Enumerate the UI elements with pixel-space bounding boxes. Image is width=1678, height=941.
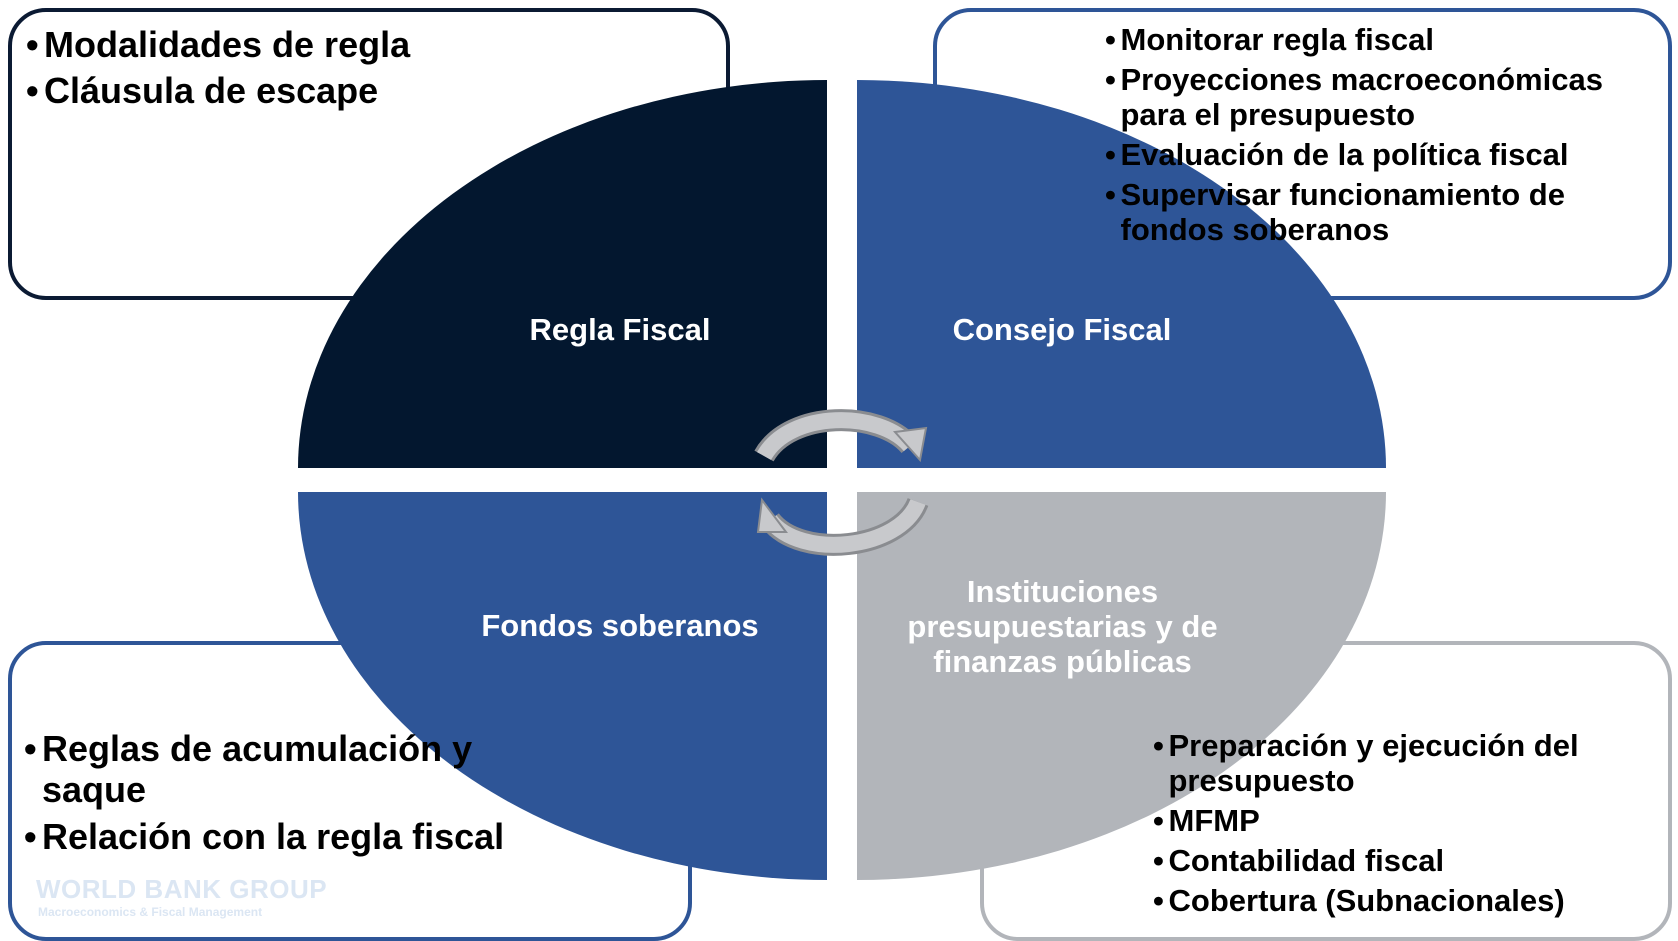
list-item: Preparación y ejecución del presupuesto xyxy=(1153,728,1663,798)
label-instituciones-line3: finanzas públicas xyxy=(933,644,1192,679)
quadrant-fondos-soberanos xyxy=(298,492,827,880)
label-instituciones-line2: presupuestarias y de xyxy=(907,609,1218,644)
watermark-subtitle: Macroeconomics & Fiscal Management xyxy=(38,905,263,919)
world-bank-watermark: WORLD BANK GROUP Macroeconomics & Fiscal… xyxy=(6,874,327,919)
list-item: Proyecciones macroeconómicas para el pre… xyxy=(1105,62,1665,132)
arrowhead-top xyxy=(892,426,928,463)
arrowhead-bottom xyxy=(756,497,788,533)
label-fondos-soberanos: Fondos soberanos xyxy=(481,608,759,643)
list-item: Cobertura (Subnacionales) xyxy=(1153,883,1663,918)
list-item: Evaluación de la política fiscal xyxy=(1105,137,1665,172)
watermark-title: WORLD BANK GROUP xyxy=(36,874,328,904)
list-item: MFMP xyxy=(1153,803,1663,838)
regla-fiscal-list: Modalidades de regla Cláusula de escape xyxy=(26,22,410,114)
list-item: Modalidades de regla xyxy=(26,22,410,68)
list-item: Monitorar regla fiscal xyxy=(1105,22,1665,57)
list-item: Relación con la regla fiscal xyxy=(24,816,544,857)
quadrant-regla-fiscal xyxy=(298,80,827,468)
list-item: Reglas de acumulación y saque xyxy=(24,728,544,810)
label-consejo-fiscal: Consejo Fiscal xyxy=(952,312,1172,347)
label-instituciones: Instituciones presupuestarias y de finan… xyxy=(880,574,1245,679)
quadrant-instituciones xyxy=(857,492,1386,880)
quadrant-consejo-fiscal xyxy=(857,80,1386,468)
label-regla-fiscal: Regla Fiscal xyxy=(529,312,711,347)
fondos-soberanos-list: Reglas de acumulación y saque Relación c… xyxy=(24,728,544,863)
label-instituciones-line1: Instituciones xyxy=(966,574,1159,609)
list-item: Contabilidad fiscal xyxy=(1153,843,1663,878)
list-item: Cláusula de escape xyxy=(26,68,410,114)
cycle-arrows xyxy=(754,409,929,556)
instituciones-list: Preparación y ejecución del presupuesto … xyxy=(1153,728,1663,923)
list-item: Supervisar funcionamiento de fondos sobe… xyxy=(1105,177,1665,247)
consejo-fiscal-list: Monitorar regla fiscal Proyecciones macr… xyxy=(1105,22,1665,252)
